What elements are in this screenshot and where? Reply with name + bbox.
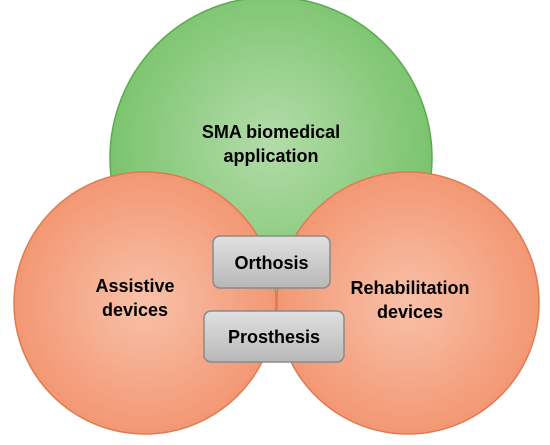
- label-sma-biomedical-application: SMA biomedical application: [150, 120, 392, 169]
- label-assistive-devices: Assistive devices: [60, 274, 210, 323]
- box-prosthesis: [203, 310, 345, 363]
- circle-assistive-devices: [13, 171, 277, 435]
- label-line: Rehabilitation: [350, 278, 470, 298]
- circle-rehabilitation-devices: [276, 171, 540, 435]
- box-label: Prosthesis: [227, 327, 321, 347]
- label-line: SMA biomedical: [201, 122, 341, 142]
- label-rehabilitation-devices: Rehabilitation devices: [325, 276, 495, 325]
- label-prosthesis: Prosthesis: [204, 325, 344, 349]
- box-label: Orthosis: [234, 253, 309, 273]
- label-line: Assistive: [95, 276, 175, 296]
- label-line: application: [223, 146, 319, 167]
- label-line: devices: [101, 300, 169, 321]
- label-line: devices: [376, 302, 444, 323]
- label-orthosis: Orthosis: [213, 251, 330, 275]
- box-orthosis: [212, 235, 331, 289]
